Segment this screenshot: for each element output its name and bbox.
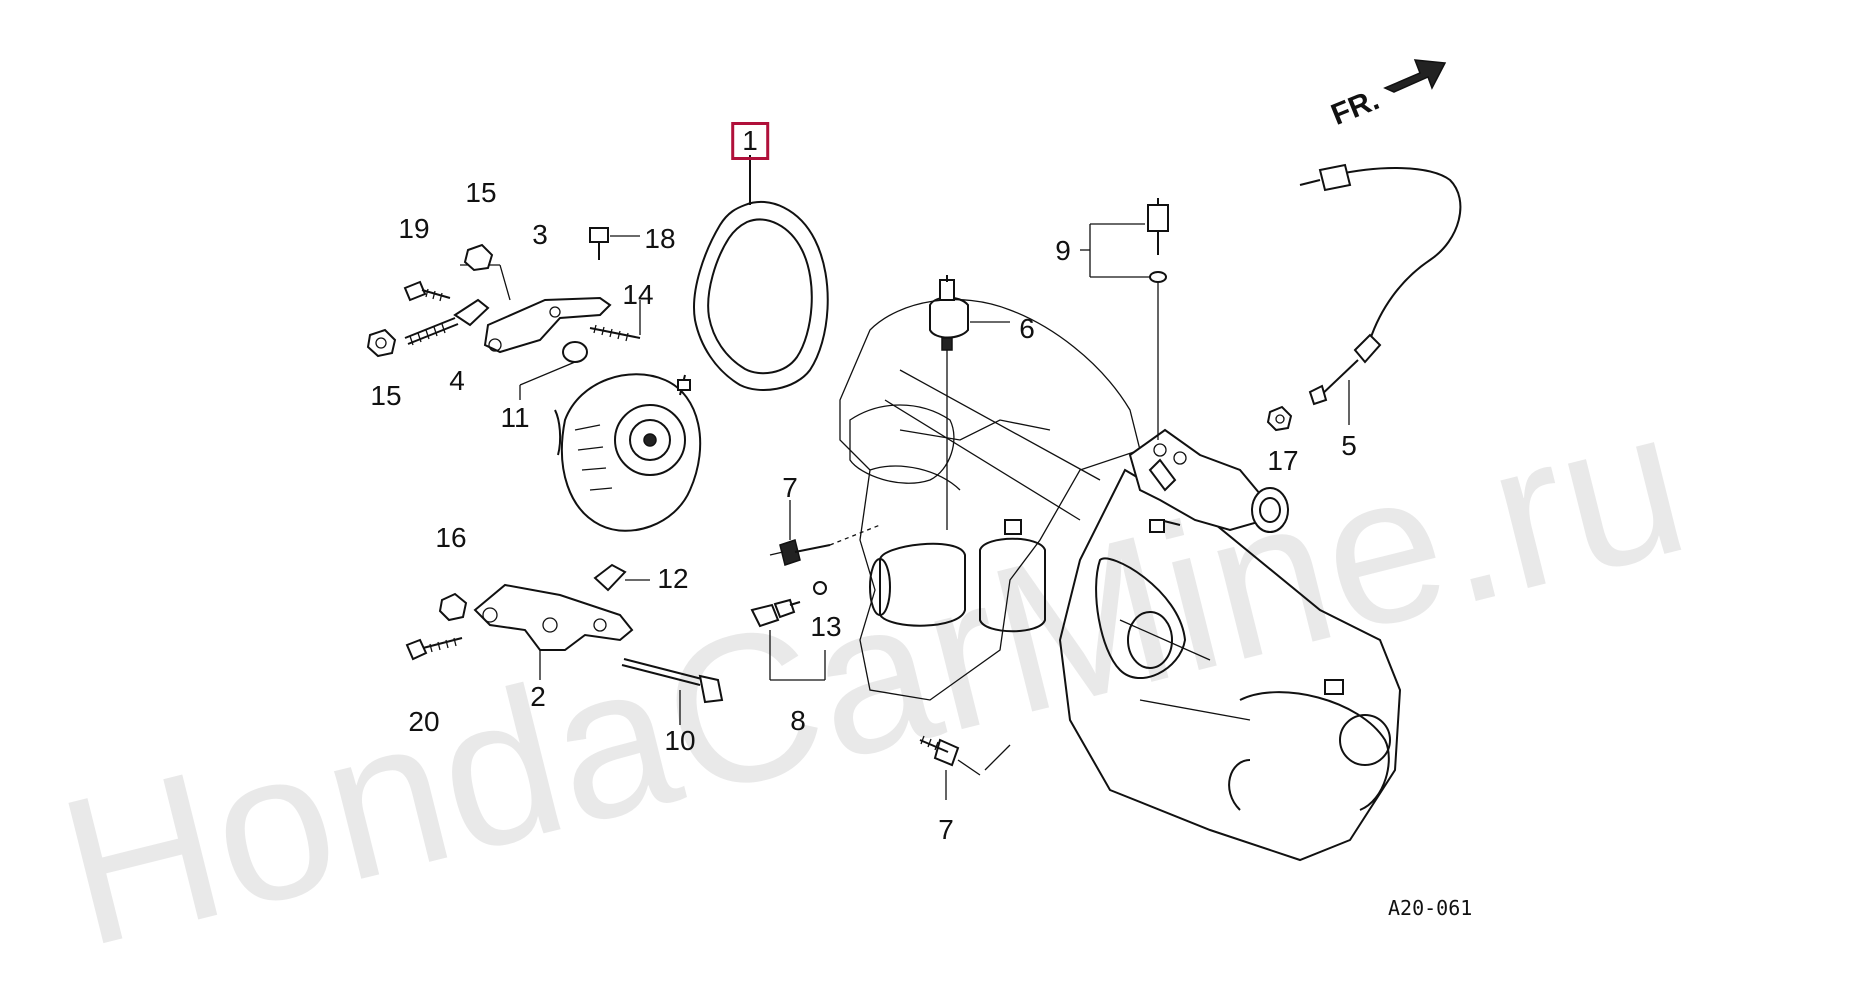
nut-15-upper[interactable] [463, 243, 494, 272]
sensor-7-upper[interactable] [769, 500, 881, 566]
speedometer-cable[interactable] [1299, 163, 1462, 425]
callout-10[interactable]: 10 [664, 725, 696, 756]
sensor-6[interactable] [929, 275, 1010, 530]
engine-mount-bracket[interactable] [473, 583, 634, 680]
adjusting-bolt[interactable] [404, 298, 490, 346]
transmission [1058, 468, 1402, 862]
callout-20[interactable]: 20 [408, 706, 440, 737]
diagram-drawing [366, 59, 1462, 862]
bolt-20[interactable] [405, 637, 463, 661]
bolt-19[interactable] [403, 280, 451, 302]
callout-5[interactable]: 5 [1341, 430, 1357, 461]
stud-14[interactable] [589, 300, 641, 342]
callout-18[interactable]: 18 [644, 223, 676, 254]
engine-block [839, 299, 1141, 701]
callout-15-lower[interactable]: 15 [370, 380, 402, 411]
callout-9[interactable]: 9 [1055, 235, 1071, 266]
alternator[interactable] [554, 373, 702, 532]
callout-2[interactable]: 2 [530, 681, 546, 712]
callout-13[interactable]: 13 [810, 611, 842, 642]
callout-8[interactable]: 8 [790, 705, 806, 736]
callout-7-upper[interactable]: 7 [782, 472, 798, 503]
callout-14[interactable]: 14 [622, 279, 654, 310]
washer-13[interactable] [813, 581, 827, 595]
nut-16[interactable] [438, 592, 468, 622]
nut-15-lower[interactable] [366, 328, 397, 358]
sensor-9[interactable] [1080, 198, 1169, 440]
sensor-8[interactable] [750, 598, 826, 681]
collar-11[interactable] [519, 341, 588, 400]
callout-16[interactable]: 16 [435, 522, 467, 553]
front-direction-arrow [1383, 59, 1447, 93]
callout-15-upper[interactable]: 15 [465, 177, 497, 208]
drive-belt[interactable] [693, 155, 829, 391]
bolt-18[interactable] [589, 227, 640, 260]
parts-diagram: HondaCarMine.ru [41, 59, 1706, 991]
callout-1[interactable]: 1 [731, 122, 769, 160]
speed-sensor-housing[interactable] [1128, 428, 1289, 533]
callout-19[interactable]: 19 [398, 213, 430, 244]
sleeve-12[interactable] [593, 563, 650, 592]
nut-17[interactable] [1266, 405, 1293, 432]
callout-4[interactable]: 4 [449, 365, 465, 396]
callout-17[interactable]: 17 [1267, 445, 1299, 476]
diagram-code: A20-061 [1388, 896, 1473, 920]
callout-3[interactable]: 3 [532, 219, 548, 250]
callout-6[interactable]: 6 [1019, 313, 1035, 344]
callout-12[interactable]: 12 [657, 563, 689, 594]
callout-7-lower[interactable]: 7 [938, 814, 954, 845]
bolt-10[interactable] [621, 658, 724, 725]
callout-11[interactable]: 11 [500, 402, 530, 433]
bolt-7-lower[interactable] [919, 735, 1011, 800]
